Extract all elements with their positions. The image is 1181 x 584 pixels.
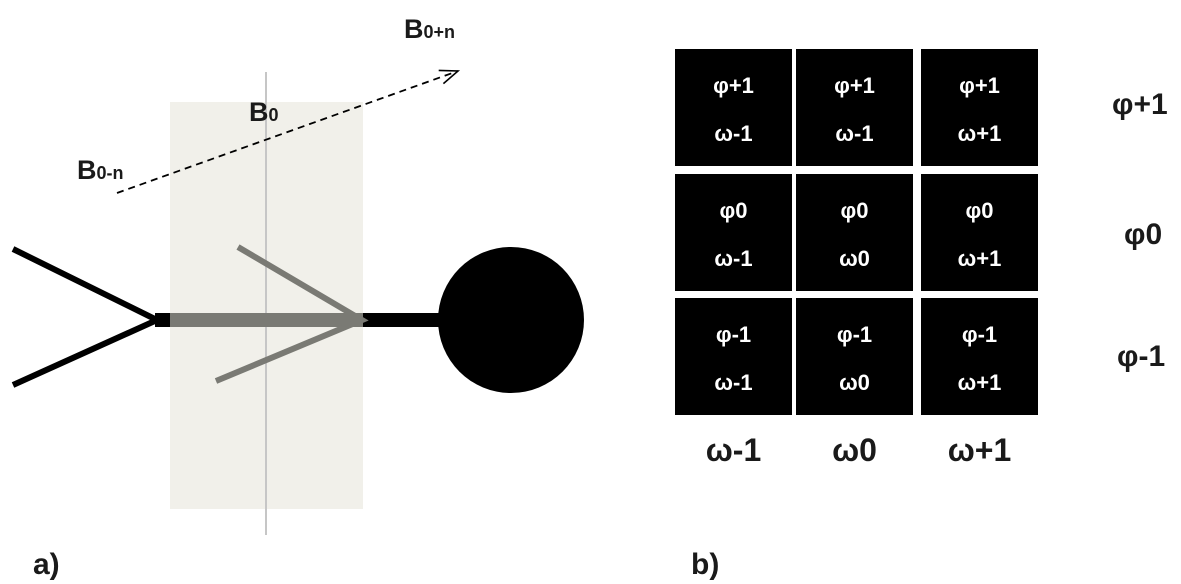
cell-omega-label: ω+1: [957, 121, 1002, 146]
label-b0-plus-n: B0+n: [404, 14, 456, 44]
grid-cell-r1-c0: φ0 ω-1: [675, 174, 792, 291]
cell-omega-label: ω+1: [957, 246, 1002, 271]
row-label-phi-plus-1: φ+1: [1112, 88, 1168, 121]
panel-b-label: b): [691, 548, 720, 581]
grid-cell-r2-c2: φ-1 ω+1: [921, 298, 1038, 415]
cell-phi-label: φ+1: [959, 73, 1000, 98]
grid-cell-r2-c0: φ-1 ω-1: [675, 298, 792, 415]
diagram-a: [11, 0, 584, 535]
cell-phi-label: φ-1: [836, 322, 873, 347]
col-label-omega-minus-1: ω-1: [705, 432, 762, 468]
cell-omega-label: ω+1: [957, 370, 1002, 395]
grid-cell-r1-c1: φ0 ω0: [796, 174, 913, 291]
col-label-omega-0: ω0: [832, 432, 877, 468]
cell-omega-label: ω-1: [714, 246, 753, 271]
neuron-soma: [438, 247, 584, 393]
cell-phi-label: φ-1: [961, 322, 998, 347]
cell-omega-label: ω-1: [714, 121, 753, 146]
cell-omega-label: ω0: [839, 370, 870, 395]
gray-arrow-head: [214, 244, 369, 384]
cell-phi-label: φ0: [719, 198, 748, 223]
cell-phi-label: φ0: [965, 198, 994, 223]
row-label-phi-minus-1: φ-1: [1117, 340, 1166, 373]
grid-cell-r1-c2: φ0 ω+1: [921, 174, 1038, 291]
cell-phi-label: φ-1: [715, 322, 752, 347]
cell-omega-label: ω-1: [714, 370, 753, 395]
neuron-dendrite-fork: [11, 246, 165, 388]
cell-phi-label: φ+1: [713, 73, 754, 98]
label-b0-minus-n: B0-n: [77, 155, 124, 185]
cell-omega-label: ω-1: [835, 121, 874, 146]
col-label-omega-plus-1: ω+1: [947, 432, 1012, 468]
grid-cell-r0-c2: φ+1 ω+1: [921, 49, 1038, 166]
grid-cell-r0-c0: φ+1 ω-1: [675, 49, 792, 166]
row-label-phi-0: φ0: [1124, 218, 1163, 251]
cell-phi-label: φ+1: [834, 73, 875, 98]
label-b0: B0: [249, 97, 279, 127]
cell-phi-label: φ0: [840, 198, 869, 223]
cell-omega-label: ω0: [839, 246, 870, 271]
grid-cell-r0-c1: φ+1 ω-1: [796, 49, 913, 166]
scan-direction-arrow: [116, 71, 458, 194]
panel-a-label: a): [33, 548, 60, 581]
grid-cell-r2-c1: φ-1 ω0: [796, 298, 913, 415]
